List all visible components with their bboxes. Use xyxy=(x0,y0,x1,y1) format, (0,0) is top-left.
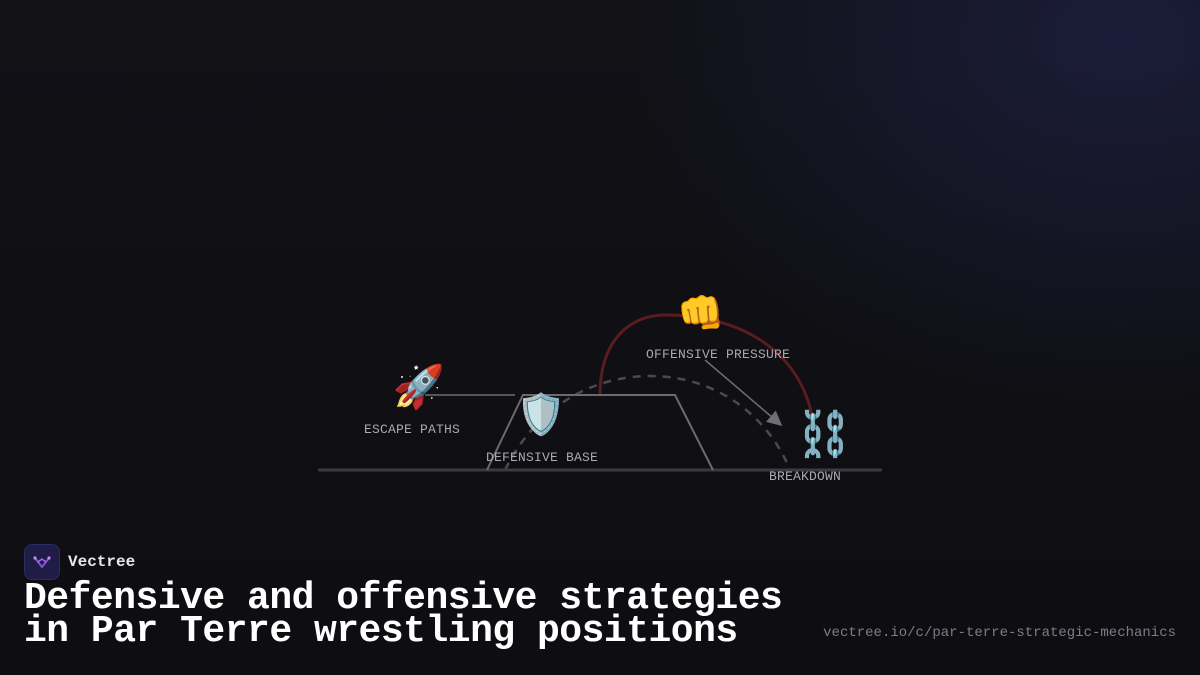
shield-icon: 🛡️ xyxy=(516,392,566,438)
breakdown-label: BREAKDOWN xyxy=(768,469,842,484)
chain-icon: ⛓️ xyxy=(796,409,852,460)
brand[interactable]: Vectree xyxy=(24,544,135,580)
transition-dashed-arc xyxy=(503,374,792,471)
pressure-arc xyxy=(598,313,815,421)
title-line-1: Defensive and offensive strategies xyxy=(24,577,783,620)
pressure-to-breakdown-arrow xyxy=(704,359,783,426)
defensive-base-label: DEFENSIVE BASE xyxy=(485,450,599,465)
brand-name: Vectree xyxy=(68,553,136,571)
defensive-base-shape xyxy=(486,394,714,471)
rocket-icon: 🚀 xyxy=(392,362,446,411)
vectree-logo-icon xyxy=(24,544,60,580)
escape-paths-label: ESCAPE PATHS xyxy=(363,422,461,437)
offensive-pressure-label: OFFENSIVE PRESSURE xyxy=(645,347,791,362)
page-title: Defensive and offensive strategies in Pa… xyxy=(24,580,783,651)
fist-icon: 👊 xyxy=(677,291,725,335)
source-url[interactable]: vectree.io/c/par-terre-strategic-mechani… xyxy=(823,625,1176,641)
title-line-2: in Par Terre wrestling positions xyxy=(24,610,738,653)
